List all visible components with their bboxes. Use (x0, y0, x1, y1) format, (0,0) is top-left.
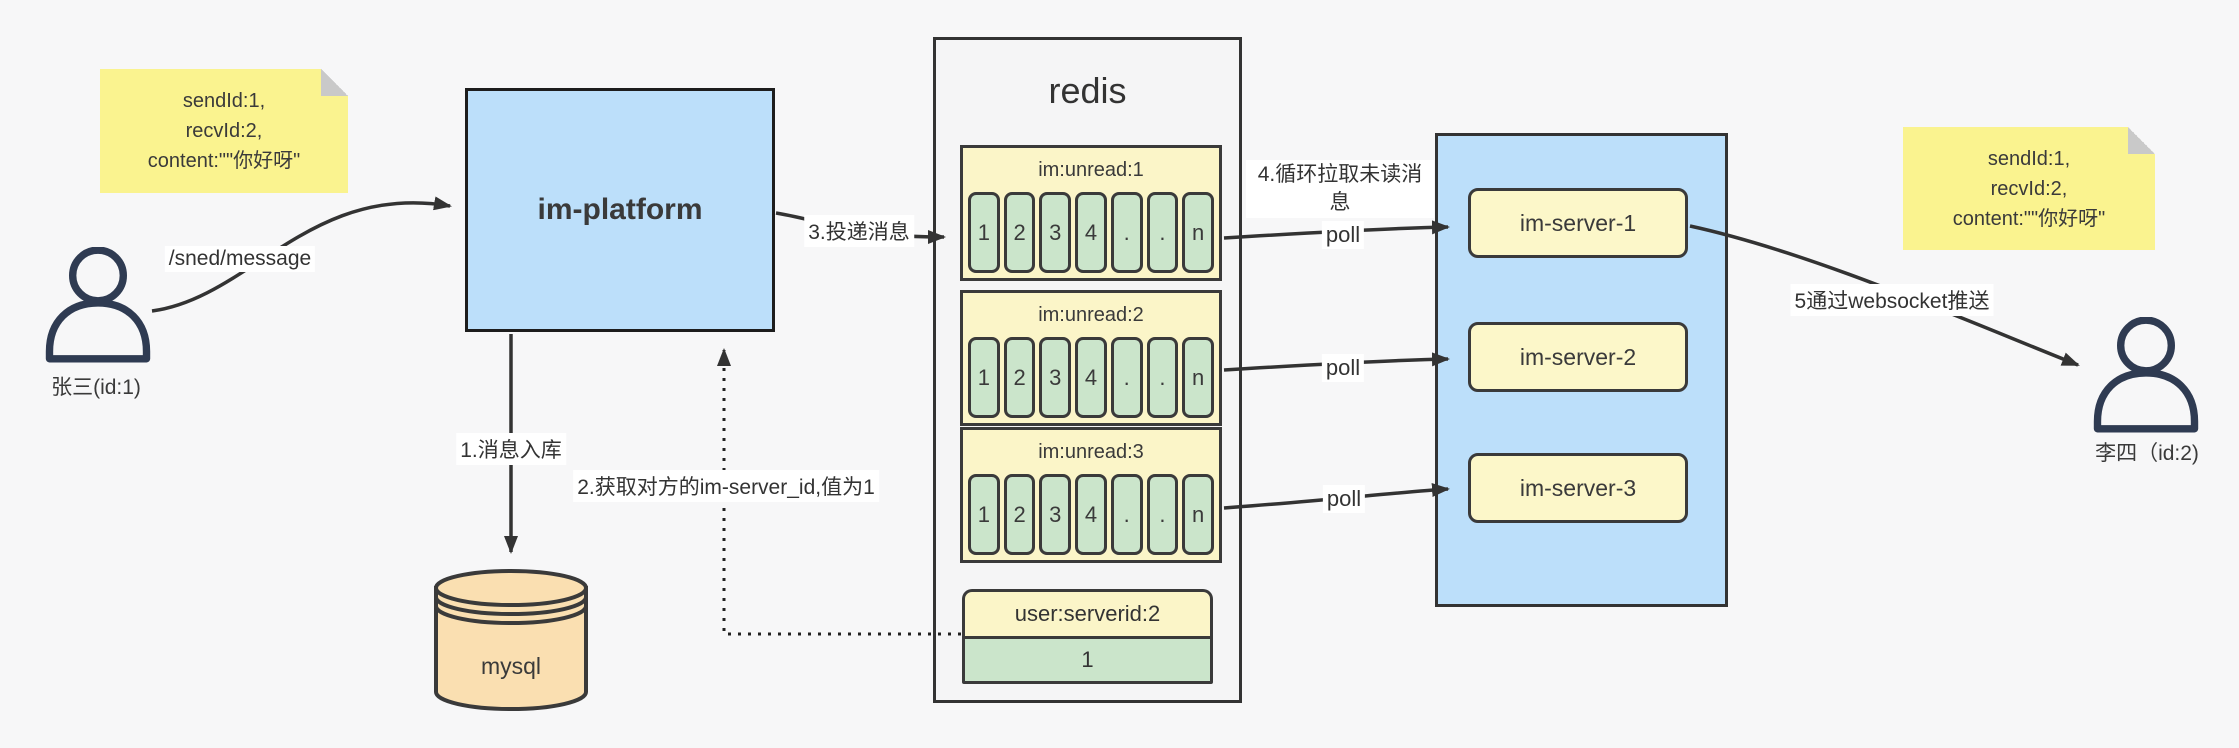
queue-cell: 2 (1003, 337, 1036, 418)
queue-cell: 2 (1003, 474, 1036, 555)
edge-label-step3: 3.投递消息 (804, 215, 914, 247)
receiver-label: 李四（id:2) (2095, 442, 2199, 465)
im-server-1-node: im-server-1 (1468, 188, 1688, 258)
edge-label-send: /sned/message (164, 246, 316, 272)
note-line: content:""你好呀" (1952, 208, 2106, 230)
queue-cell: . (1146, 474, 1179, 555)
edge-label-step1: 1.消息入库 (456, 433, 566, 465)
queue-title: im:unread:1 (1038, 159, 1144, 181)
queue-cell: n (1182, 337, 1215, 418)
im-server-3-node: im-server-3 (1468, 453, 1688, 523)
queue-cell: . (1110, 474, 1143, 555)
kv-value: 1 (965, 636, 1210, 681)
sticky-note-right: sendId:1, recvId:2, content:""你好呀" (1903, 127, 2155, 250)
edge-label-step4: 4.循环拉取未读消息 (1246, 160, 1434, 218)
im-server-3-label: im-server-3 (1519, 474, 1637, 501)
queue-cell: 4 (1075, 337, 1107, 418)
queue-cell: 1 (968, 337, 1000, 418)
note-line: recvId:2, (1990, 178, 2068, 200)
im-platform-label: im-platform (537, 193, 703, 226)
database-label: mysql (481, 653, 541, 679)
redis-queue-2: im:unread:2 1 2 3 4 . . n (960, 290, 1222, 426)
queue-cell: n (1182, 192, 1215, 273)
user-icon-sender (43, 246, 153, 368)
note-line: content:""你好呀" (147, 150, 301, 172)
im-server-2-label: im-server-2 (1519, 343, 1637, 370)
redis-queue-1: im:unread:1 1 2 3 4 . . n (960, 145, 1222, 281)
kv-title: user:serverid:2 (1014, 601, 1161, 626)
queue-cell: 3 (1039, 337, 1072, 418)
queue-cell: . (1146, 337, 1179, 418)
im-server-1-label: im-server-1 (1519, 209, 1637, 236)
queue-cells: 1 2 3 4 . . n (963, 474, 1219, 560)
queue-cell: n (1182, 474, 1215, 555)
sender-label: 张三(id:1) (51, 376, 141, 399)
edge-label-poll-2: poll (1321, 354, 1365, 382)
note-line: sendId:1, (182, 90, 266, 112)
redis-title: redis (1048, 70, 1127, 111)
edge-label-poll-3: poll (1322, 485, 1366, 513)
edge-label-step2: 2.获取对方的im-server_id,值为1 (573, 470, 879, 502)
im-server-2-node: im-server-2 (1468, 322, 1688, 392)
queue-cells: 1 2 3 4 . . n (963, 337, 1219, 423)
im-platform-node: im-platform (465, 88, 775, 332)
queue-cell: 4 (1075, 192, 1107, 273)
queue-cells: 1 2 3 4 . . n (963, 192, 1219, 278)
queue-cell: 2 (1003, 192, 1036, 273)
queue-cell: 3 (1039, 192, 1072, 273)
queue-title: im:unread:3 (1038, 441, 1144, 463)
user-icon-receiver (2091, 316, 2201, 438)
note-fold-icon (321, 69, 348, 96)
queue-cell: . (1110, 192, 1143, 273)
database-icon: mysql (432, 568, 590, 718)
kv-block: user:serverid:2 1 (962, 589, 1213, 684)
queue-cell: 1 (968, 192, 1000, 273)
edge-label-step5: 5通过websocket推送 (1790, 284, 1994, 316)
queue-cell: 1 (968, 474, 1000, 555)
redis-queue-3: im:unread:3 1 2 3 4 . . n (960, 427, 1222, 563)
queue-title: im:unread:2 (1038, 304, 1144, 326)
queue-cell: . (1146, 192, 1179, 273)
queue-cell: 4 (1075, 474, 1107, 555)
sticky-note-left: sendId:1, recvId:2, content:""你好呀" (100, 69, 348, 193)
note-fold-icon (2128, 127, 2155, 154)
edge-label-poll-1: poll (1321, 221, 1365, 249)
note-line: recvId:2, (185, 120, 263, 142)
queue-cell: 3 (1039, 474, 1072, 555)
note-line: sendId:1, (1987, 148, 2071, 170)
queue-cell: . (1110, 337, 1143, 418)
